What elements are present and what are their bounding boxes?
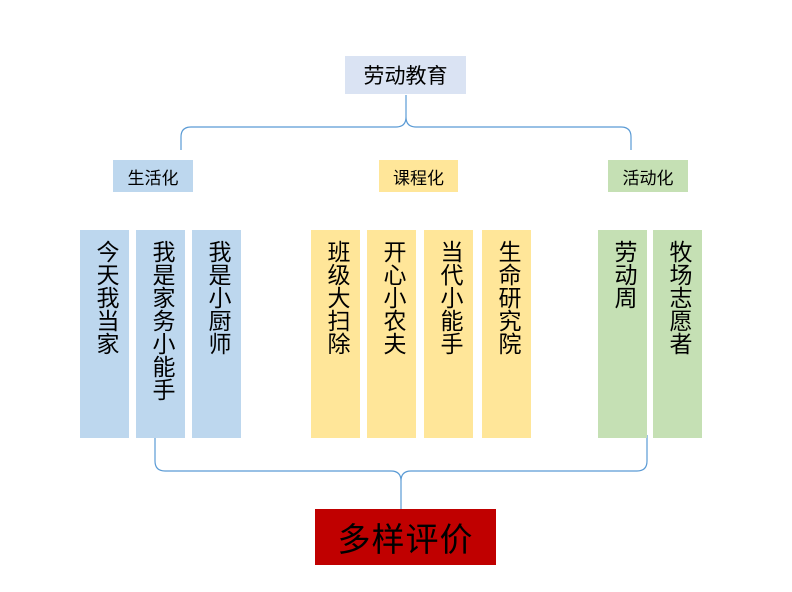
leaf-label: 今天我当家 [92, 240, 118, 355]
leaf-label: 生命研究院 [494, 240, 520, 355]
category-curriculum: 课程化 [379, 160, 458, 192]
leaf-label: 牧场志愿者 [665, 240, 691, 355]
category-label: 课程化 [393, 168, 444, 189]
category-label: 活动化 [622, 168, 674, 189]
leaf-class-cleaning: 班级大扫除 [311, 230, 360, 438]
evaluation-node: 多样评价 [315, 509, 496, 565]
category-activity: 活动化 [608, 160, 688, 192]
leaf-label: 劳动周 [610, 240, 636, 309]
root-node: 劳动教育 [345, 56, 466, 94]
leaf-ranch-volunteer: 牧场志愿者 [653, 230, 702, 438]
leaf-little-chef: 我是小厨师 [192, 230, 241, 438]
leaf-housework-helper: 我是家务小能手 [136, 230, 185, 438]
evaluation-label: 多样评价 [337, 520, 474, 559]
leaf-today-i-run-the-home: 今天我当家 [80, 230, 129, 438]
bottom-brace [154, 435, 648, 509]
leaf-label: 我是小厨师 [204, 240, 230, 355]
leaf-label: 开心小农夫 [379, 240, 405, 355]
top-brace [180, 95, 632, 150]
leaf-label: 我是家务小能手 [148, 240, 174, 401]
leaf-happy-farmer: 开心小农夫 [367, 230, 416, 438]
root-label: 劳动教育 [363, 64, 448, 88]
leaf-modern-helper: 当代小能手 [424, 230, 473, 438]
category-label: 生活化 [127, 168, 179, 189]
leaf-label: 班级大扫除 [323, 240, 349, 355]
category-living: 生活化 [113, 160, 193, 192]
leaf-labor-week: 劳动周 [598, 230, 647, 438]
leaf-life-institute: 生命研究院 [482, 230, 531, 438]
leaf-label: 当代小能手 [436, 240, 462, 355]
